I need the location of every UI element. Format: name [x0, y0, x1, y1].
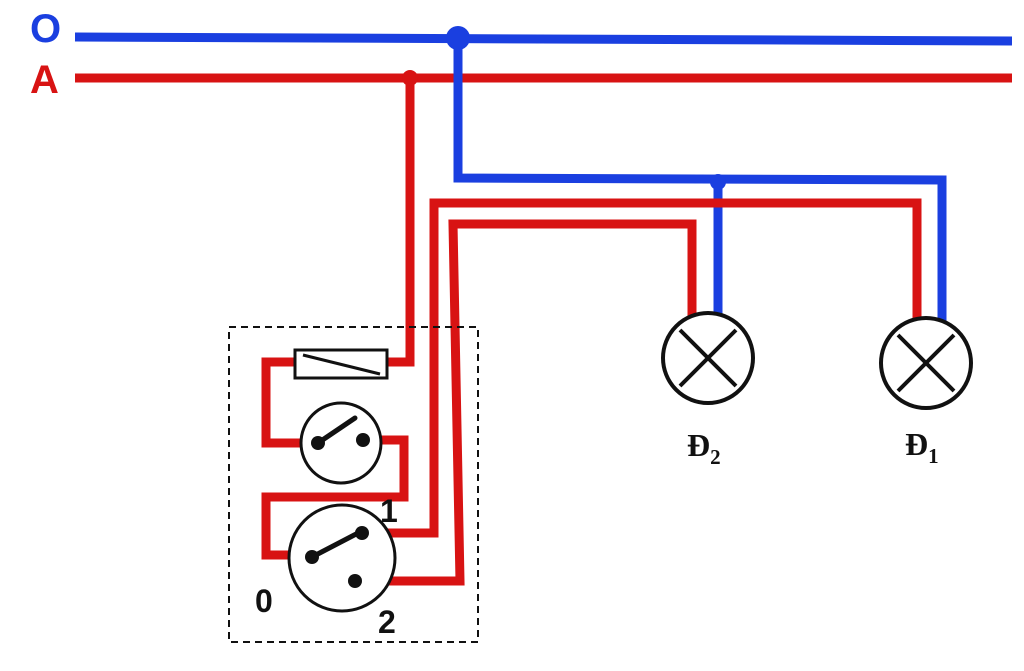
- phase-drop-wire: [388, 78, 415, 367]
- switch-to-d2-wire: [355, 219, 697, 586]
- neutral-drop-wire: [453, 38, 947, 325]
- fuse-to-breaker-wire: [261, 357, 318, 448]
- switch-terminal-1-label: 1: [380, 493, 398, 529]
- lamp-d1: [879, 316, 973, 410]
- supply-lines: O A: [30, 7, 1013, 102]
- lamp-d1-label: Đ1: [905, 426, 939, 468]
- lamp-d2: [661, 311, 755, 405]
- phase-junction-dot: [402, 70, 418, 86]
- switch-to-d1-wire: [362, 198, 922, 538]
- lamp-d2-label: Đ2: [687, 427, 721, 469]
- phase-wiring: [261, 78, 922, 586]
- neutral-lamp-junction-dot: [710, 174, 726, 190]
- phase-line-label: A: [30, 58, 59, 102]
- switch-terminal-0-label: 0: [255, 583, 273, 619]
- breaker-to-switch-wire: [261, 435, 409, 560]
- neutral-junction-dot: [446, 26, 470, 50]
- distribution-box: [228, 326, 479, 643]
- two-way-switch: 0 1 2: [255, 493, 398, 640]
- fuse: [293, 348, 389, 380]
- neutral-line: [74, 32, 1013, 46]
- circuit-breaker: [299, 401, 383, 485]
- neutral-line-label: O: [30, 7, 61, 51]
- switch-terminal-2-label: 2: [378, 604, 396, 640]
